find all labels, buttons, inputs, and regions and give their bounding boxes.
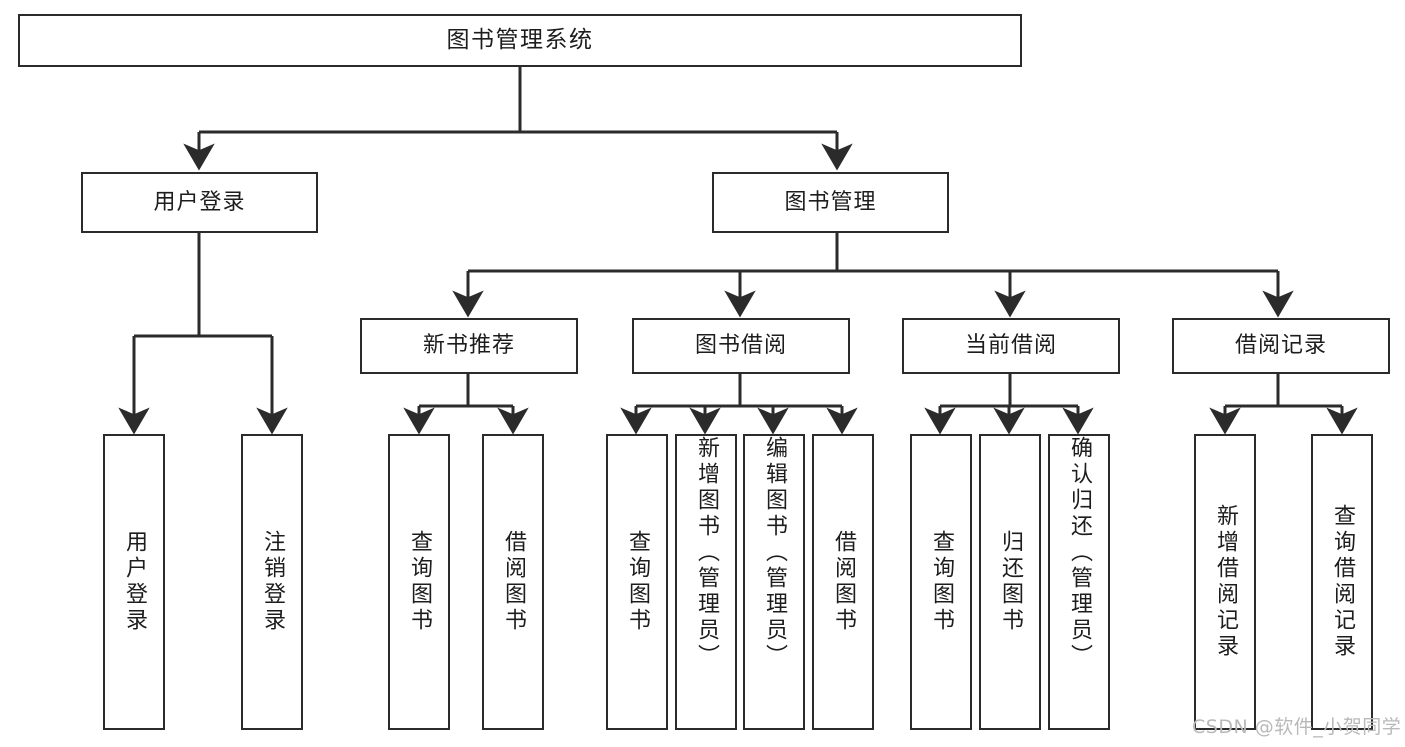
node-current-borrow[interactable]: 当前借阅	[902, 318, 1120, 374]
leaf-current-borrow-query[interactable]: 查询图书	[910, 434, 972, 730]
node-label: 注销登录	[260, 530, 285, 634]
node-label: 新书推荐	[422, 333, 515, 359]
leaf-borrow-record-add[interactable]: 新增借阅记录	[1194, 434, 1256, 730]
node-label: 图书管理	[784, 189, 877, 215]
node-label: 新增借阅记录	[1213, 504, 1238, 660]
node-label: 查询借阅记录	[1330, 504, 1355, 660]
node-user-login[interactable]: 用户登录	[81, 172, 318, 233]
leaf-current-borrow-return[interactable]: 归还图书	[979, 434, 1041, 730]
node-label: 借阅图书	[501, 530, 526, 634]
leaf-current-borrow-confirm-return[interactable]: 确认归还（管理员）	[1048, 434, 1110, 730]
node-label: 查询图书	[929, 530, 954, 634]
node-label: 编辑图书（管理员）	[762, 436, 787, 670]
node-label: 图书借阅	[694, 333, 787, 359]
node-borrow-record[interactable]: 借阅记录	[1172, 318, 1390, 374]
leaf-book-borrow-borrow[interactable]: 借阅图书	[812, 434, 874, 730]
node-label: 借阅记录	[1234, 333, 1327, 359]
watermark-text: CSDN @软件_小贺同学	[1192, 716, 1402, 738]
leaf-book-borrow-edit[interactable]: 编辑图书（管理员）	[743, 434, 805, 730]
node-label: 用户登录	[153, 189, 246, 215]
node-label: 图书管理系统	[446, 27, 594, 54]
leaf-new-book-borrow[interactable]: 借阅图书	[482, 434, 544, 730]
leaf-user-login-login[interactable]: 用户登录	[103, 434, 165, 730]
leaf-book-borrow-add[interactable]: 新增图书（管理员）	[675, 434, 737, 730]
node-label: 借阅图书	[831, 530, 856, 634]
leaf-new-book-query[interactable]: 查询图书	[388, 434, 450, 730]
node-label: 新增图书（管理员）	[694, 436, 719, 670]
node-book-borrow[interactable]: 图书借阅	[632, 318, 850, 374]
leaf-book-borrow-query[interactable]: 查询图书	[606, 434, 668, 730]
node-label: 查询图书	[407, 530, 432, 634]
node-new-book-recommend[interactable]: 新书推荐	[360, 318, 578, 374]
node-label: 确认归还（管理员）	[1067, 436, 1092, 670]
node-label: 当前借阅	[964, 333, 1057, 359]
leaf-borrow-record-query[interactable]: 查询借阅记录	[1311, 434, 1373, 730]
node-root-system[interactable]: 图书管理系统	[18, 14, 1022, 67]
node-label: 归还图书	[998, 530, 1023, 634]
node-label: 用户登录	[122, 530, 147, 634]
node-label: 查询图书	[625, 530, 650, 634]
node-book-management[interactable]: 图书管理	[712, 172, 949, 233]
leaf-user-login-logout[interactable]: 注销登录	[241, 434, 303, 730]
